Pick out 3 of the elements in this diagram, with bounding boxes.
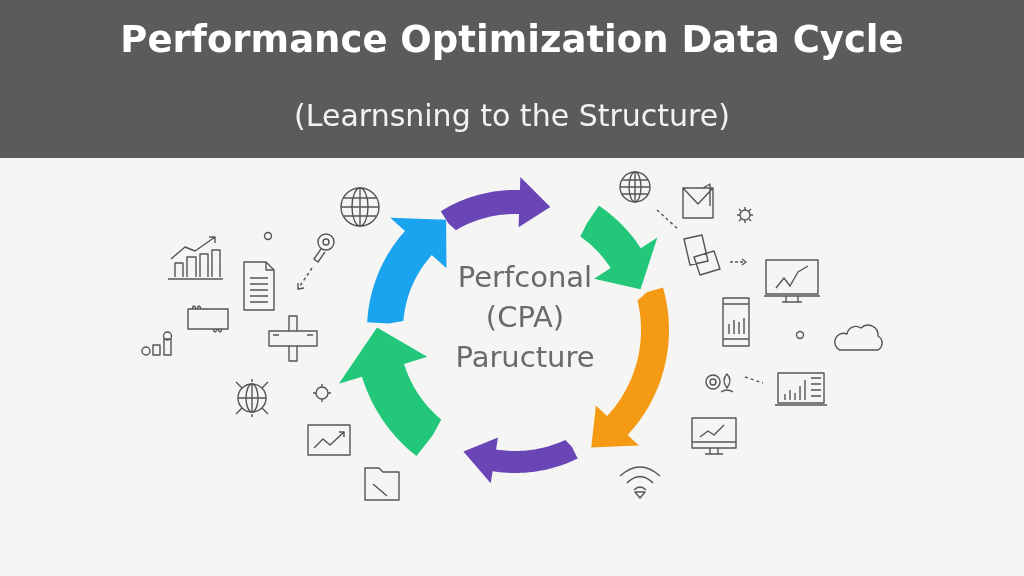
title: Performance Optimization Data Cycle: [120, 18, 904, 61]
center-label: Perfconal (CPA) Paructure: [435, 257, 615, 377]
subtitle: (Learnsning to the Structure): [294, 98, 730, 133]
